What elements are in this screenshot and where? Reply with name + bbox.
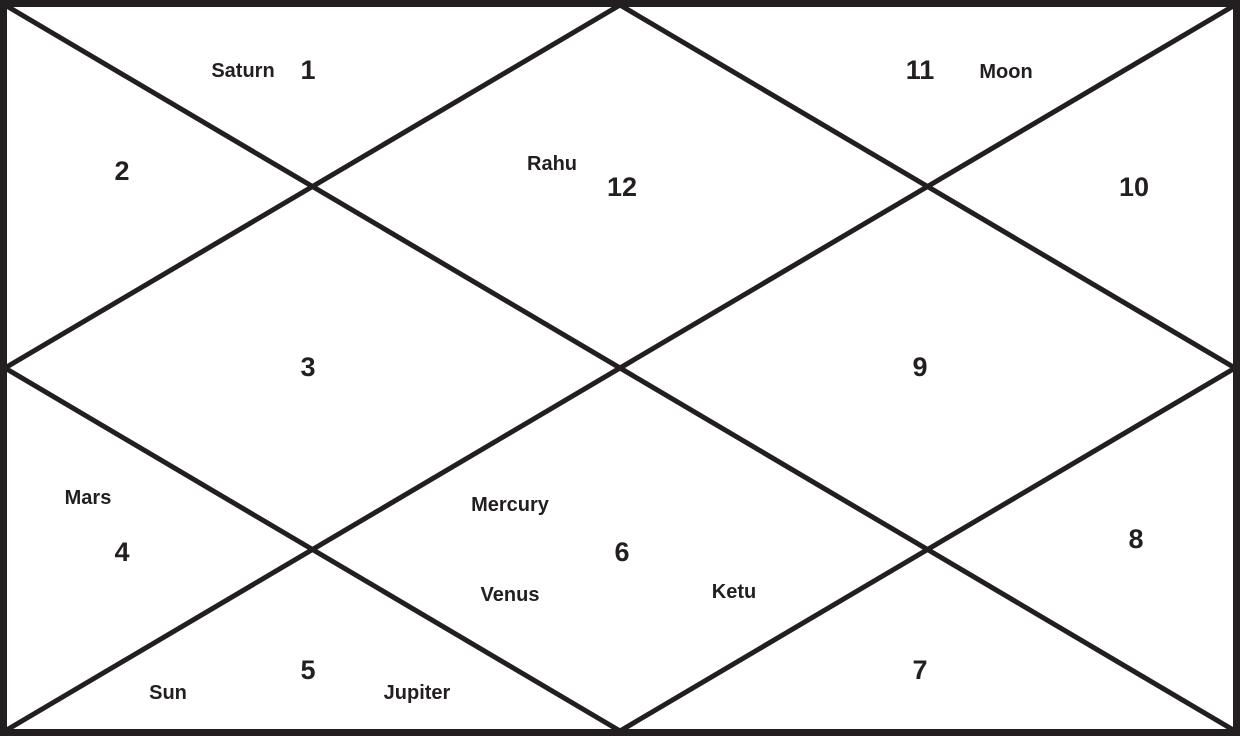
planet-label: Venus: [481, 584, 540, 606]
planet-label: Saturn: [211, 60, 274, 82]
planet-label: Mercury: [471, 494, 550, 516]
house-2-number: 2: [114, 156, 129, 186]
house-6-number: 6: [614, 537, 629, 567]
house-1-number: 1: [300, 55, 315, 85]
house-5-number: 5: [300, 655, 315, 685]
planet-label: Ketu: [712, 581, 756, 603]
house-9-number: 9: [912, 352, 927, 382]
house-3-number: 3: [300, 352, 315, 382]
house-8-number: 8: [1128, 524, 1143, 554]
planet-label: Rahu: [527, 153, 577, 175]
planet-label: Sun: [149, 682, 187, 704]
house-12-number: 12: [607, 172, 637, 202]
house-11-number: 11: [906, 55, 935, 85]
house-4-number: 4: [114, 537, 129, 567]
house-7-number: 7: [912, 655, 927, 685]
planet-label: Moon: [979, 61, 1032, 83]
planet-label: Jupiter: [384, 682, 451, 704]
house-10-number: 10: [1119, 172, 1149, 202]
planet-label: Mars: [65, 487, 112, 509]
